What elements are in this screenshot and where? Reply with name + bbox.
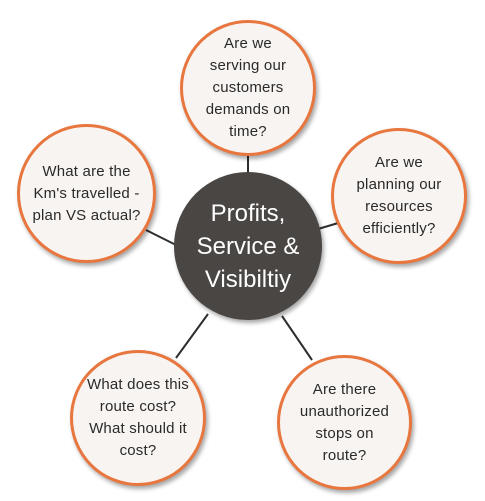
node-left: What are the Km's travelled - plan VS ac… (17, 124, 156, 263)
connector-bottom-right (281, 315, 313, 361)
node-left-label: What are the Km's travelled - plan VS ac… (32, 162, 141, 224)
node-top: Are we serving our customers demands on … (180, 20, 316, 156)
node-top-label: Are we serving our customers demands on … (205, 35, 291, 140)
connector-left (145, 229, 179, 247)
node-bottom-left-label: What does this route cost? What should i… (86, 376, 189, 459)
node-bottom-right: Are there unauthorized stops on route? (277, 355, 412, 490)
connector-bottom-left (175, 313, 209, 359)
center-label: Profits, Service & Visibiltiy (196, 199, 300, 293)
node-bottom-right-label: Are there unauthorized stops on route? (299, 380, 390, 464)
node-right: Are we planning our resources efficientl… (331, 128, 467, 264)
node-right-label: Are we planning our resources efficientl… (356, 154, 442, 237)
center-node: Profits, Service & Visibiltiy (174, 172, 322, 320)
node-bottom-left: What does this route cost? What should i… (70, 350, 206, 486)
